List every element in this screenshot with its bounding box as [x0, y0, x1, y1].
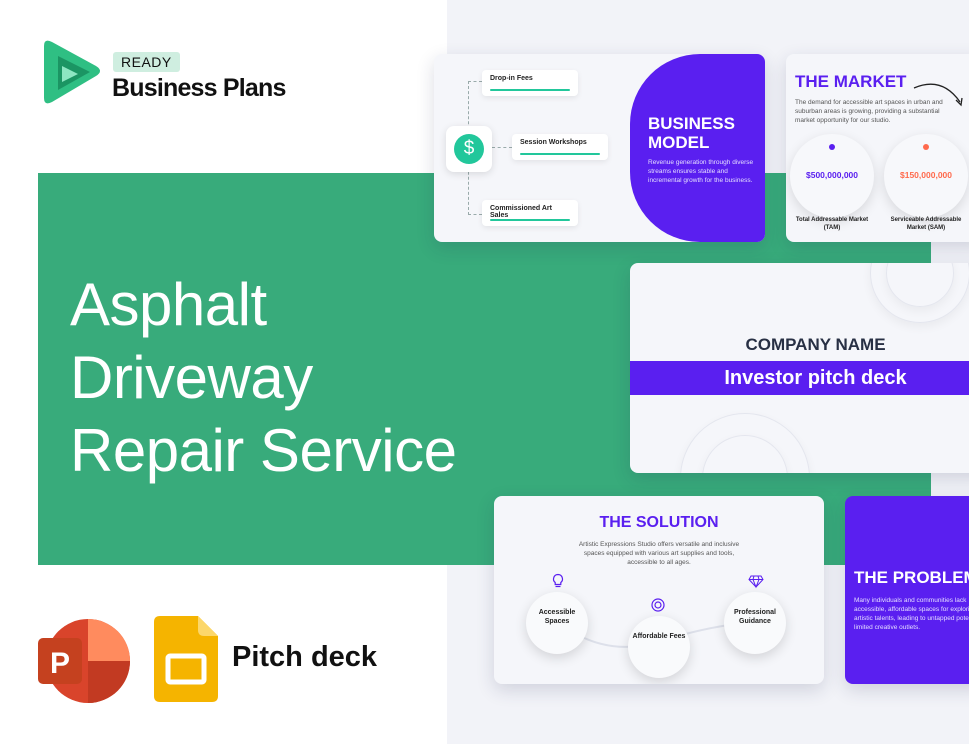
- play-logo-icon: [44, 40, 100, 104]
- tam-circle: $500,000,000: [790, 134, 874, 218]
- solution-item-label: Accessible Spaces: [538, 609, 576, 625]
- title-line: Repair Service: [70, 417, 457, 484]
- slide-description: Revenue generation through diverse strea…: [648, 159, 754, 184]
- powerpoint-icon: P: [38, 619, 130, 703]
- sam-circle: $150,000,000: [884, 134, 968, 218]
- purple-shape: [630, 54, 765, 242]
- revenue-item: Session Workshops: [512, 134, 608, 160]
- slide-description: Artistic Expressions Studio offers versa…: [578, 541, 740, 566]
- revenue-item: Drop-in Fees: [482, 70, 578, 96]
- solution-item: Accessible Spaces: [526, 592, 588, 654]
- slide-description: The demand for accessible art spaces in …: [795, 99, 943, 124]
- deck-subtitle: Investor pitch deck: [724, 367, 907, 389]
- badge-icon: [651, 598, 665, 612]
- connector-line: [468, 81, 482, 82]
- slide-title: THE PROBLEM: [854, 568, 969, 587]
- arrow-icon: [913, 83, 963, 107]
- slide-title: THE MARKET: [795, 72, 907, 91]
- diamond-icon: [748, 575, 764, 589]
- slide-problem: THE PROBLEM Many individuals and communi…: [845, 496, 969, 684]
- revenue-item-label: Commissioned Art Sales: [490, 205, 552, 219]
- tam-label: Total Addressable Market (TAM): [795, 217, 869, 231]
- svg-text:P: P: [50, 647, 70, 680]
- solution-item-label: Affordable Fees: [632, 633, 686, 640]
- slide-market: THE MARKET The demand for accessible art…: [786, 54, 969, 242]
- lightbulb-icon: [552, 573, 564, 588]
- tam-value: $500,000,000: [806, 170, 858, 180]
- dot-icon: [829, 144, 835, 150]
- solution-item: Professional Guidance: [724, 592, 786, 654]
- ready-badge: READY: [113, 52, 180, 72]
- brand-name: Business Plans: [112, 74, 286, 102]
- page-title: Asphalt Driveway Repair Service: [70, 268, 540, 487]
- slide-cover: COMPANY NAME Investor pitch deck: [630, 263, 969, 473]
- slide-title-line: BUSINESS: [648, 114, 735, 133]
- revenue-item-label: Drop-in Fees: [490, 75, 533, 82]
- dollar-icon: $: [454, 134, 484, 164]
- dollar-tile: $: [446, 126, 492, 172]
- connector-line: [492, 147, 512, 148]
- connector-line: [468, 214, 482, 215]
- dot-icon: [923, 144, 929, 150]
- slide-solution: THE SOLUTION Artistic Expressions Studio…: [494, 496, 824, 684]
- pitch-deck-label: Pitch deck: [232, 641, 378, 673]
- purple-band: [630, 361, 969, 395]
- revenue-item-label: Session Workshops: [520, 139, 587, 146]
- solution-item: Affordable Fees: [628, 616, 690, 678]
- slide-business-model: Drop-in Fees Session Workshops Commissio…: [434, 54, 765, 242]
- slide-title-line: MODEL: [648, 133, 710, 152]
- google-slides-icon: [154, 616, 218, 702]
- slide-title: BUSINESS MODEL: [648, 114, 735, 152]
- slide-description: Many individuals and communities lack ac…: [854, 597, 969, 631]
- company-name: COMPANY NAME: [745, 335, 886, 354]
- solution-item-label: Professional Guidance: [733, 609, 776, 625]
- sam-label: Serviceable Addressable Market (SAM): [890, 217, 962, 231]
- revenue-item: Commissioned Art Sales: [482, 200, 578, 226]
- slide-title: THE SOLUTION: [599, 514, 719, 531]
- sam-value: $150,000,000: [900, 170, 952, 180]
- title-line: Driveway: [70, 344, 313, 411]
- title-line: Asphalt: [70, 271, 267, 338]
